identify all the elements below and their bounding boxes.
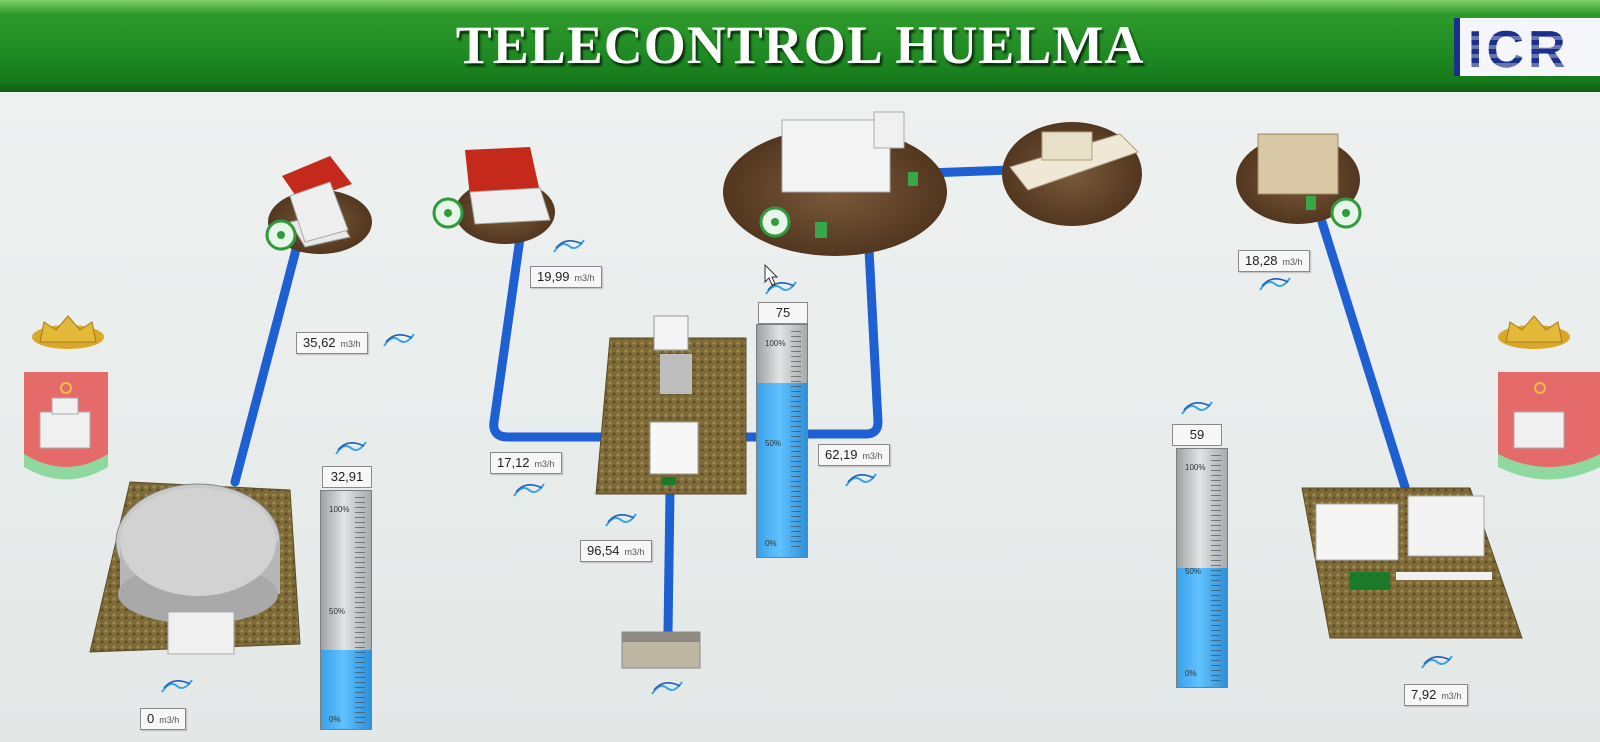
flowmeter-icon[interactable] (604, 510, 638, 530)
flow-value: 62,19 (825, 447, 858, 462)
flow-value: 7,92 (1411, 687, 1437, 702)
tick-100: 100% (1185, 463, 1206, 472)
tank-level-gauge-3: 100% 50% 0% (1176, 448, 1228, 688)
fan-pump-icon[interactable] (432, 197, 464, 229)
tick-50: 50% (765, 439, 782, 448)
reservoir-3[interactable] (1301, 487, 1523, 639)
coat-of-arms-left (24, 315, 108, 480)
reservoir-1[interactable] (89, 481, 301, 655)
flow-unit: m3/h (1441, 691, 1462, 701)
flow-unit: m3/h (340, 339, 361, 349)
flow-readout-2: 19,99 m3/h (530, 266, 602, 288)
flow-readout-3: 17,12 m3/h (490, 452, 562, 474)
flow-readout-5: 62,19 m3/h (818, 444, 890, 466)
pipe-plant-tank2 (803, 187, 883, 439)
flowmeter-icon[interactable] (334, 438, 368, 458)
flow-unit: m3/h (862, 451, 883, 461)
flow-unit: m3/h (1282, 257, 1303, 267)
remote-station[interactable] (1002, 122, 1142, 226)
pipe-plant-outlet (663, 487, 675, 637)
coat-of-arms-right (1498, 315, 1600, 480)
mouse-pointer-icon (764, 264, 778, 286)
tank-level-display-3: 59 (1172, 424, 1222, 446)
tank-level-gauge-2: 100% 50% 0% (756, 324, 808, 558)
tank-level-display-2: 75 (758, 302, 808, 324)
flow-value: 0 (147, 711, 155, 726)
pipe-well1-tank1 (230, 237, 303, 487)
header-bar: TELECONTROL HUELMA ICR (0, 0, 1600, 92)
flow-unit: m3/h (534, 459, 555, 469)
treatment-plant[interactable] (595, 315, 747, 495)
tank-level-display-1: 32,91 (322, 466, 372, 488)
well-house-2[interactable] (455, 147, 555, 244)
flowmeter-icon[interactable] (650, 678, 684, 698)
company-logo-text: ICR (1468, 21, 1570, 76)
fan-pump-icon[interactable] (265, 219, 297, 251)
flowmeter-icon[interactable] (160, 676, 194, 696)
flow-unit: m3/h (574, 273, 595, 283)
well-house-4[interactable] (1236, 133, 1360, 224)
flow-readout-8: 0 m3/h (140, 708, 187, 730)
flowmeter-icon[interactable] (382, 330, 416, 350)
flow-readout-7: 7,92 m3/h (1404, 684, 1469, 706)
tick-0: 0% (329, 715, 341, 724)
flow-value: 19,99 (537, 269, 570, 284)
flowmeter-icon[interactable] (1180, 398, 1214, 418)
flowmeter-icon[interactable] (512, 480, 546, 500)
pumping-station[interactable] (723, 111, 947, 256)
flowmeter-icon[interactable] (764, 278, 798, 298)
flow-value: 18,28 (1245, 253, 1278, 268)
tank-level-gauge-1: 100% 50% 0% (320, 490, 372, 730)
flow-value: 17,12 (497, 455, 530, 470)
flowmeter-icon[interactable] (552, 236, 586, 256)
tick-50: 50% (1185, 567, 1202, 576)
tick-50: 50% (329, 607, 346, 616)
outlet-chamber[interactable] (621, 631, 701, 669)
tick-0: 0% (1185, 669, 1197, 678)
company-logo: ICR (1454, 18, 1600, 76)
page-title: TELECONTROL HUELMA (455, 15, 1145, 75)
scada-schematic (24, 111, 1600, 669)
fan-pump-icon[interactable] (759, 206, 791, 238)
flowmeter-icon[interactable] (1258, 274, 1292, 294)
flowmeter-icon[interactable] (1420, 652, 1454, 672)
flow-readout-4: 96,54 m3/h (580, 540, 652, 562)
flowmeter-icon[interactable] (844, 470, 878, 490)
pipe-well2-plant (489, 219, 615, 442)
flow-value: 96,54 (587, 543, 620, 558)
flow-value: 35,62 (303, 335, 336, 350)
tick-0: 0% (765, 539, 777, 548)
tick-100: 100% (765, 339, 786, 348)
flow-readout-6: 18,28 m3/h (1238, 250, 1310, 272)
flow-unit: m3/h (624, 547, 645, 557)
tick-100: 100% (329, 505, 350, 514)
fan-pump-icon[interactable] (1330, 197, 1362, 229)
flow-readout-1: 35,62 m3/h (296, 332, 368, 354)
pipe-well4-deposit (1317, 217, 1410, 492)
flow-unit: m3/h (159, 715, 180, 725)
